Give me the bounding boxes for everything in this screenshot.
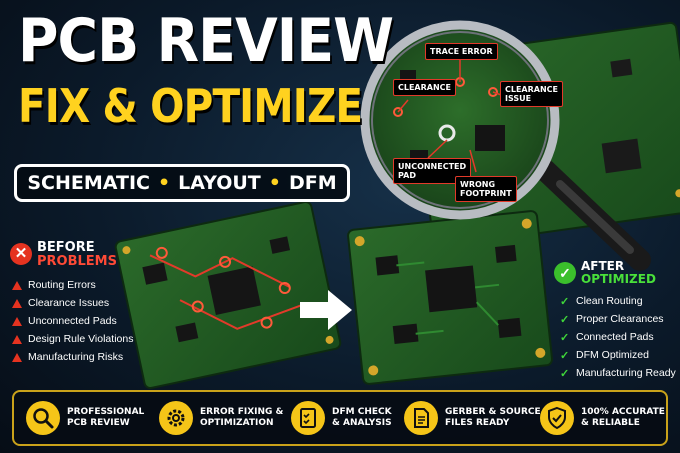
list-item: ✓Manufacturing Ready xyxy=(560,367,676,380)
before-board xyxy=(114,200,342,390)
check-icon: ✓ xyxy=(560,313,570,326)
after-list: ✓Clean Routing ✓Proper Clearances ✓Conne… xyxy=(560,292,676,382)
after-title: AFTER xyxy=(581,259,625,273)
magnifier-icon xyxy=(26,401,60,435)
check-icon: ✓ xyxy=(554,262,576,284)
warning-icon xyxy=(12,316,22,326)
callout-clearance: CLEARANCE xyxy=(393,79,457,96)
check-icon: ✓ xyxy=(560,295,570,308)
list-item: Design Rule Violations xyxy=(12,330,133,348)
warning-icon xyxy=(12,280,22,290)
feature-accurate: 100% ACCURATE& RELIABLE xyxy=(540,398,665,438)
list-item: Routing Errors xyxy=(12,276,133,294)
list-item: ✓Clean Routing xyxy=(560,295,643,308)
list-item: Clearance Issues xyxy=(12,294,133,312)
list-item: ✓DFM Optimized xyxy=(560,349,649,362)
tag-schematic: SCHEMATIC xyxy=(27,172,150,194)
before-title: BEFORE xyxy=(37,240,95,255)
list-item: Manufacturing Risks xyxy=(12,348,133,366)
shield-check-icon xyxy=(540,401,574,435)
feature-dfm-check: DFM CHECK& ANALYSIS xyxy=(291,398,392,438)
gear-icon xyxy=(159,401,193,435)
x-icon: ✕ xyxy=(10,243,32,265)
right-arrow-icon xyxy=(300,290,352,330)
list-item: ✓Proper Clearances xyxy=(560,313,664,326)
tag-separator: • xyxy=(158,172,171,194)
before-list: Routing Errors Clearance Issues Unconnec… xyxy=(12,276,133,366)
warning-icon xyxy=(12,334,22,344)
list-item: ✓Connected Pads xyxy=(560,331,654,344)
callout-wrong-footprint: WRONG FOOTPRINT xyxy=(455,176,517,202)
document-icon xyxy=(404,401,438,435)
warning-icon xyxy=(12,298,22,308)
before-subtitle: PROBLEMS xyxy=(37,254,117,269)
tag-dfm: DFM xyxy=(288,172,337,194)
callout-clearance-issue: CLEARANCE ISSUE xyxy=(500,81,564,107)
callout-trace-error: TRACE ERROR xyxy=(425,43,498,60)
warning-icon xyxy=(12,352,22,362)
check-icon: ✓ xyxy=(560,349,570,362)
title-line-2: FIX & OPTIMIZE xyxy=(18,79,363,133)
list-item: Unconnected Pads xyxy=(12,312,133,330)
tag-separator: • xyxy=(268,172,281,194)
checklist-icon xyxy=(291,401,325,435)
after-board xyxy=(347,210,554,385)
check-icon: ✓ xyxy=(560,331,570,344)
check-icon: ✓ xyxy=(560,367,570,380)
feature-error-fixing: ERROR FIXING &OPTIMIZATION xyxy=(159,398,283,438)
tag-layout: LAYOUT xyxy=(178,172,261,194)
title-line-1: PCB REVIEW xyxy=(18,6,394,76)
tag-pill: SCHEMATIC • LAYOUT • DFM xyxy=(14,164,350,202)
after-subtitle: OPTIMIZED xyxy=(581,272,656,286)
